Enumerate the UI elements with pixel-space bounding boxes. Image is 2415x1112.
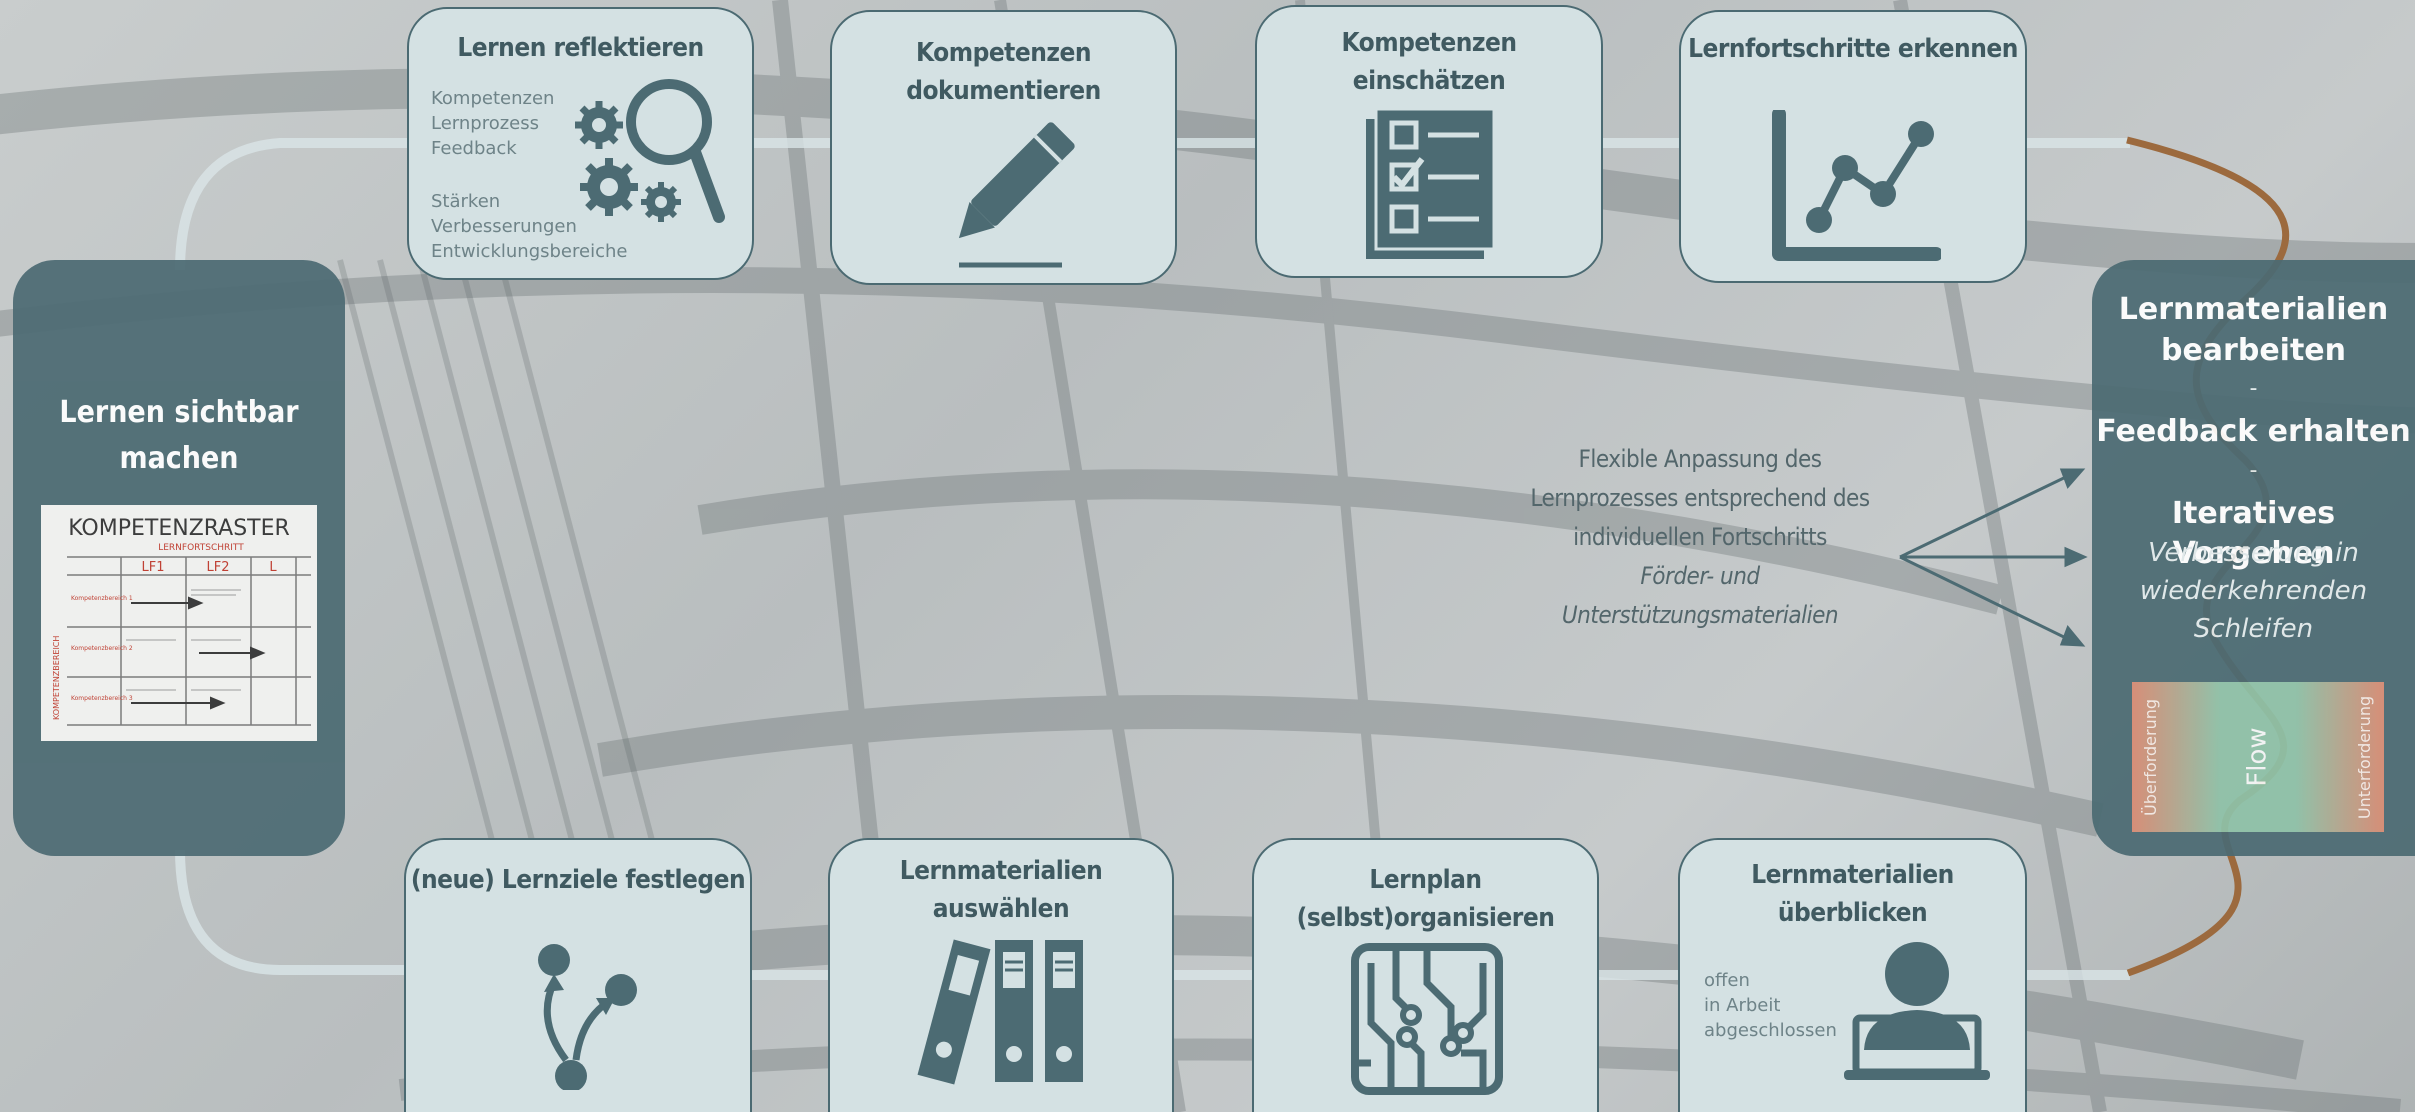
user-laptop-icon (1844, 942, 1990, 1080)
list-item: Verbesserungen (431, 216, 577, 237)
box-title: Lernmaterialien überblicken (1751, 860, 1954, 928)
center-text-line: Flexible Anpassung des (1578, 445, 1822, 473)
pencil-icon (958, 122, 1075, 268)
grid-header: LERNFORTSCHRITT (158, 543, 244, 553)
rp-title-line: Iteratives Vorgehen (2171, 496, 2336, 571)
box-kompetenzen-einschaetzen: Kompetenzen einschätzen (1255, 5, 1603, 278)
line-chart-icon (1772, 110, 1941, 261)
flow-gradient-bar: Überforderung Flow Unterforderung (2132, 682, 2384, 832)
flow-label: Flow (2242, 727, 2273, 787)
box-title: Lernfortschritte erkennen (1688, 34, 2018, 64)
grid-col-2: LF2 (207, 560, 230, 575)
competency-grid-image: KOMPETENZRASTER LERNFORTSCHRITT LF1 LF2 … (41, 505, 317, 741)
left-panel-title-line1: Lernen sichtbar (59, 395, 299, 430)
box-title-line2: dokumentieren (906, 76, 1101, 106)
list-item: Kompetenzen (431, 88, 555, 109)
box-title: Lernen reflektieren (457, 33, 704, 63)
reflect-list-a: Kompetenzen Lernprozess Feedback (431, 86, 554, 161)
box-title-line1: Kompetenzen (915, 38, 1092, 68)
rp-italic-line: Verbesserung in (2148, 538, 2359, 568)
branch-nodes-icon (538, 944, 637, 1090)
grid-row-2: Kompetenzbereich 2 (71, 645, 133, 652)
adaptation-arrows (1899, 468, 2088, 647)
list-item: Entwicklungsbereiche (431, 241, 628, 262)
adaptation-text: Flexible Anpassung des Lernprozesses ent… (1490, 440, 1910, 635)
list-item: in Arbeit (1704, 995, 1781, 1016)
circuit-icon (1351, 943, 1503, 1095)
box-lernfortschritte-erkennen: Lernfortschritte erkennen (1679, 10, 2027, 283)
rp-italic-line: Schleifen (2193, 614, 2314, 644)
rp-separator: - (2249, 458, 2258, 483)
grid-row-1: Kompetenzbereich 1 (71, 595, 133, 602)
box-title: Kompetenzen einschätzen (1257, 24, 1601, 100)
binders-icon (917, 939, 1083, 1085)
rp-italic-line: wiederkehrenden (2139, 576, 2368, 606)
flow-label-center: Flow (2132, 682, 2384, 832)
box-title: Lernmaterialien auswählen (899, 856, 1103, 924)
reflect-list-b: Stärken Verbesserungen Entwicklungsberei… (431, 189, 627, 264)
list-item: Stärken (431, 191, 501, 212)
checklist-icon (1366, 107, 1494, 259)
box-title-line2: (selbst)organisieren (1296, 903, 1555, 933)
grid-col-3: L (269, 560, 277, 575)
gears-magnifier-icon (575, 79, 725, 223)
box-lernmaterialien-ueberblicken: Lernmaterialien überblicken offen in Arb… (1678, 838, 2027, 1112)
grid-title: KOMPETENZRASTER (68, 516, 290, 541)
rp-title-line: Feedback erhalten (2096, 414, 2411, 449)
rp-title-line: bearbeiten (2160, 333, 2346, 368)
box-title-line1: Kompetenzen (1341, 28, 1517, 58)
box-title: Lernplan (selbst)organisieren (1254, 861, 1597, 937)
box-lernmaterialien-auswaehlen: Lernmaterialien auswählen (828, 838, 1174, 1112)
box-lernziele-festlegen: (neue) Lernziele festlegen (404, 838, 752, 1112)
list-item: abgeschlossen (1704, 1020, 1837, 1041)
left-panel-learning-visible: Lernen sichtbar machen KOMPETENZRASTER L… (13, 260, 345, 856)
list-item: Feedback (431, 138, 517, 159)
box-lernplan-organisieren: Lernplan (selbst)organisieren (1252, 838, 1599, 1112)
rp-separator: - (2249, 376, 2258, 401)
box-title: Kompetenzen dokumentieren (832, 34, 1175, 110)
box-title-line2: einschätzen (1352, 66, 1506, 96)
rp-title-line: Lernmaterialien (2118, 292, 2389, 327)
right-panel-iteration: Lernmaterialien bearbeiten - Feedback er… (2092, 260, 2415, 856)
list-item: Lernprozess (431, 113, 539, 134)
status-list: offen in Arbeit abgeschlossen (1704, 968, 1837, 1043)
center-text-line: individuellen Fortschritts (1573, 523, 1827, 551)
grid-side-label: KOMPETENZBEREICH (52, 636, 61, 720)
grid-col-1: LF1 (142, 560, 165, 575)
center-text-line: Lernprozesses entsprechend des (1530, 484, 1870, 512)
flow-label-right: Unterforderung (2350, 682, 2380, 832)
box-title: (neue) Lernziele festlegen (410, 865, 746, 895)
left-panel-title-line2: machen (119, 441, 239, 476)
box-lernen-reflektieren: Lernen reflektieren Kompetenzen Lernproz… (407, 7, 754, 280)
list-item: offen (1704, 970, 1750, 991)
center-text-line-italic: Unterstützungsmaterialien (1561, 601, 1839, 629)
left-panel-title: Lernen sichtbar machen (13, 390, 345, 482)
box-title-line1: Lernplan (1369, 865, 1482, 895)
box-kompetenzen-dokumentieren: Kompetenzen dokumentieren (830, 10, 1177, 285)
grid-row-3: Kompetenzbereich 3 (71, 695, 133, 702)
underload-label: Unterforderung (2355, 695, 2375, 819)
center-text-line-italic: Förder- und (1640, 562, 1760, 590)
